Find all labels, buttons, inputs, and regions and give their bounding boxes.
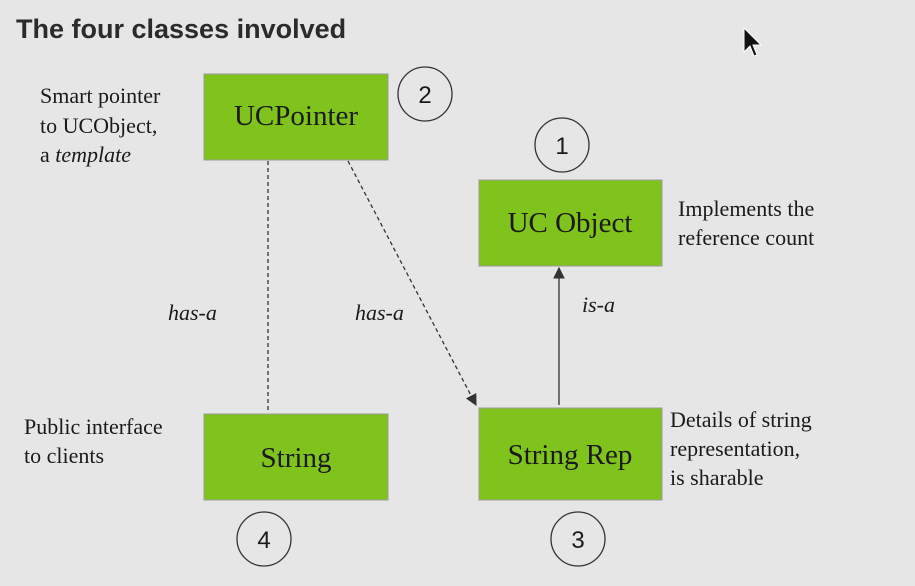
mouse-cursor-icon xyxy=(743,26,763,57)
has-a-connector-string-rep xyxy=(347,160,477,407)
note-string: Public interface to clients xyxy=(24,414,163,468)
svg-text:to UCObject,: to UCObject, xyxy=(40,113,157,138)
class-label-string-rep: String Rep xyxy=(508,439,633,471)
svg-text:Public interface: Public interface xyxy=(24,414,163,439)
slide-title: The four classes involved xyxy=(16,14,346,44)
class-box-string-rep: String Rep xyxy=(478,407,663,501)
svg-text:Implements the: Implements the xyxy=(678,196,814,221)
number-badge-3: 3 xyxy=(550,511,606,567)
svg-text:Smart pointer: Smart pointer xyxy=(40,83,161,108)
svg-text:3: 3 xyxy=(571,527,584,554)
svg-text:is sharable: is sharable xyxy=(670,465,763,490)
relation-label-is-a: is-a xyxy=(582,292,615,317)
note-ucpointer: Smart pointer to UCObject, a template xyxy=(40,83,161,167)
relation-label-has-a-left: has-a xyxy=(168,300,217,325)
class-box-ucpointer: UCPointer xyxy=(203,73,389,161)
note-string-rep: Details of string representation, is sha… xyxy=(670,407,812,490)
svg-text:Details of string: Details of string xyxy=(670,407,812,432)
svg-text:a template: a template xyxy=(40,142,131,167)
class-label-ucobject: UC Object xyxy=(508,207,633,239)
class-box-string: String xyxy=(203,413,389,501)
svg-text:2: 2 xyxy=(418,82,431,109)
svg-text:to clients: to clients xyxy=(24,443,104,468)
class-label-ucpointer: UCPointer xyxy=(234,100,358,132)
number-badge-1: 1 xyxy=(534,117,590,173)
svg-text:representation,: representation, xyxy=(670,436,800,461)
svg-text:1: 1 xyxy=(555,133,568,160)
number-badge-2: 2 xyxy=(397,66,453,122)
relation-label-has-a-right: has-a xyxy=(355,300,404,325)
class-box-ucobject: UC Object xyxy=(478,179,663,267)
note-ucobject: Implements the reference count xyxy=(678,196,814,250)
svg-text:reference count: reference count xyxy=(678,225,814,250)
class-label-string: String xyxy=(261,442,332,474)
svg-text:4: 4 xyxy=(257,527,270,554)
number-badge-4: 4 xyxy=(236,511,292,567)
